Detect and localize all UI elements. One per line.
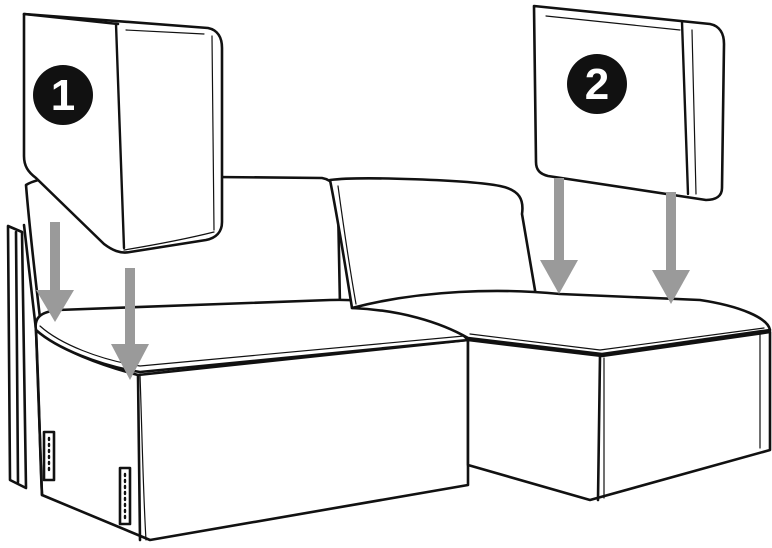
right-chaise-base xyxy=(468,332,770,500)
connector-bracket-left xyxy=(44,432,54,480)
right-sofa-back xyxy=(330,178,536,308)
step-number-2: 2 xyxy=(585,60,609,109)
left-armrest-panel xyxy=(8,226,26,488)
arrow-down-icon xyxy=(652,192,690,304)
step-badge-1: 1 xyxy=(33,65,93,125)
arrow-down-icon xyxy=(540,178,578,294)
step-number-1: 1 xyxy=(51,71,75,120)
connector-bracket-right xyxy=(120,468,130,524)
backrest-cushion-2 xyxy=(534,6,724,200)
step-badge-2: 2 xyxy=(567,54,627,114)
